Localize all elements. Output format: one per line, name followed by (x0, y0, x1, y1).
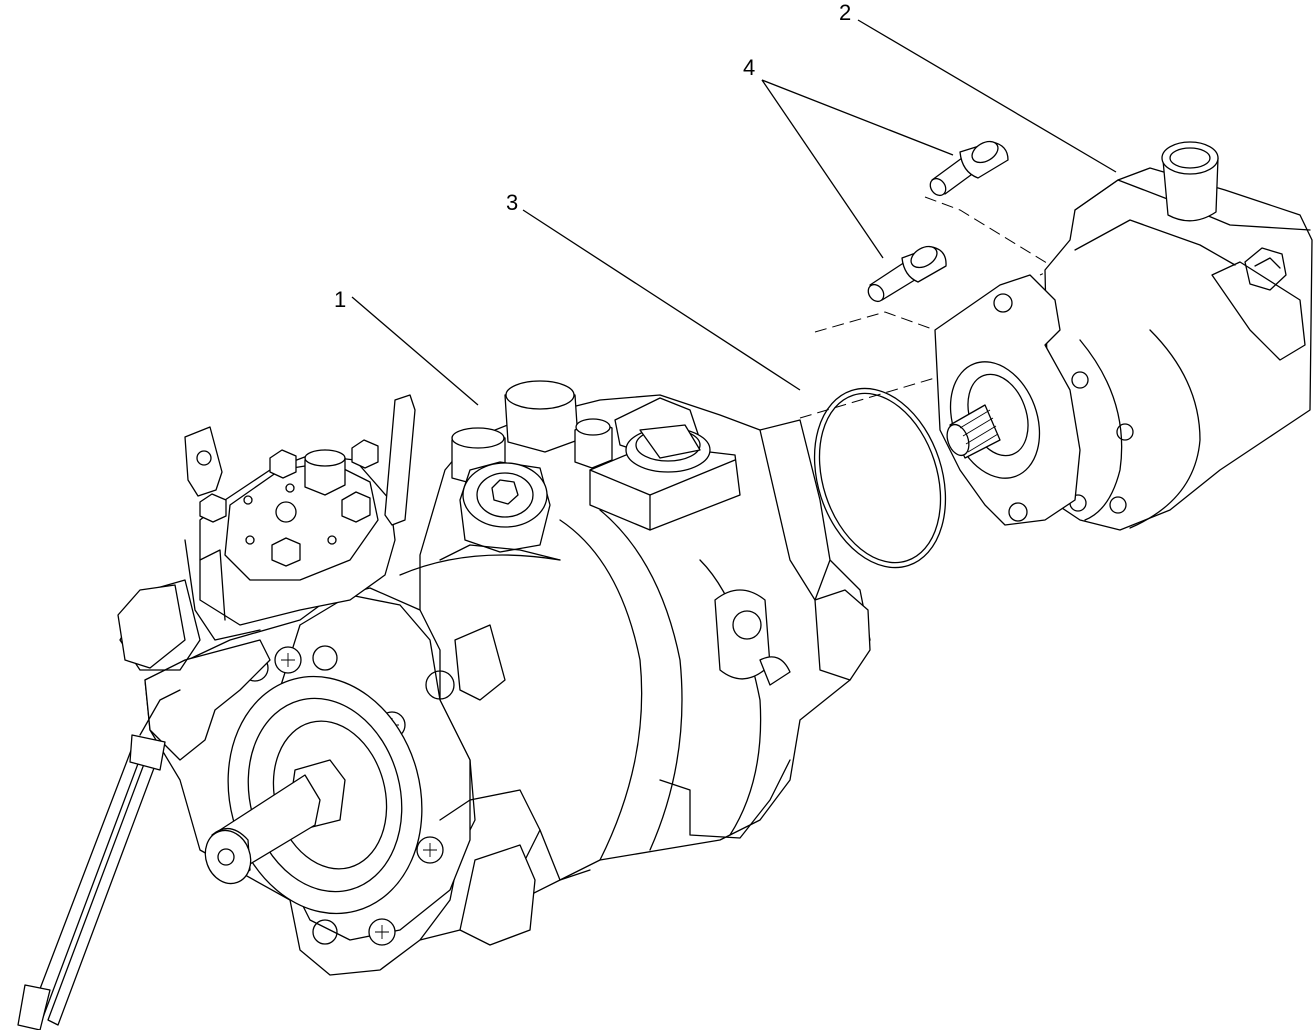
callout-3: 3 (506, 190, 519, 215)
leader-3 (522, 209, 801, 391)
cap-screw-lower (867, 245, 947, 303)
leader-2 (857, 19, 1117, 173)
gear-pump (934, 141, 1313, 531)
callout-2: 2 (839, 0, 852, 25)
o-ring (813, 387, 947, 569)
leader-lines (351, 19, 1117, 406)
cap-screw-upper (929, 140, 1009, 197)
leader-4a (761, 79, 954, 156)
hydrostatic-pump (17, 380, 871, 1031)
leader-4b (761, 79, 884, 259)
leader-1 (351, 296, 479, 406)
callout-4: 4 (743, 55, 756, 80)
callout-1: 1 (334, 287, 347, 312)
